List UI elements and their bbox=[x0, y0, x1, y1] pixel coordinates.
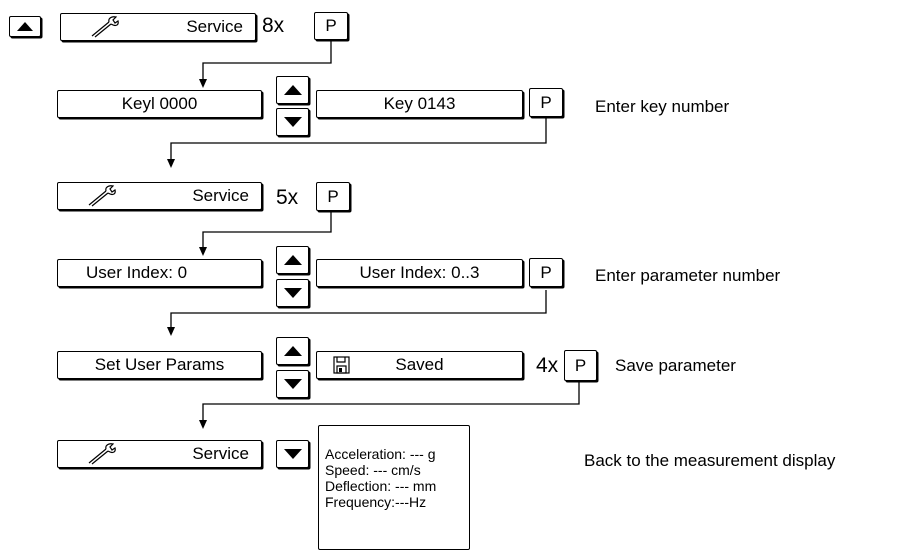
up-key[interactable] bbox=[9, 16, 41, 37]
user-index-label: User Index: 0 bbox=[86, 263, 188, 282]
note-enter-key: Enter key number bbox=[595, 97, 730, 116]
display-line-deflection: Deflection: --- mm bbox=[325, 478, 437, 494]
measurement-display: Acceleration: --- g Speed: --- cm/s Defl… bbox=[318, 425, 470, 550]
up-key[interactable] bbox=[276, 246, 309, 274]
down-key[interactable] bbox=[276, 370, 309, 398]
triangle-up-icon bbox=[283, 85, 302, 95]
triangle-up-icon bbox=[283, 255, 302, 265]
p-key-label: P bbox=[327, 186, 339, 206]
set-user-params-box: Set User Params bbox=[57, 351, 262, 379]
key-label: Key 0143 bbox=[383, 94, 456, 113]
press-count-1: 8x bbox=[262, 14, 285, 37]
p-key-label: P bbox=[574, 355, 587, 375]
up-key[interactable] bbox=[276, 337, 309, 365]
triangle-down-icon bbox=[283, 449, 302, 459]
note-enter-parameter: Enter parameter number bbox=[595, 266, 781, 285]
p-key-4[interactable]: P bbox=[529, 258, 563, 287]
down-key[interactable] bbox=[276, 440, 309, 468]
triangle-down-icon bbox=[283, 379, 302, 389]
p-key-label: P bbox=[325, 16, 337, 35]
service-label-2: Service bbox=[192, 186, 249, 205]
service-label-1: Service bbox=[186, 17, 243, 36]
triangle-up-icon bbox=[283, 346, 302, 356]
press-count-2: 5x bbox=[276, 186, 299, 209]
user-index-range-label: User Index: 0..3 bbox=[359, 263, 480, 282]
service-label-3: Service bbox=[192, 444, 249, 463]
display-line-acceleration: Acceleration: --- g bbox=[325, 446, 436, 462]
note-back-to-display: Back to the measurement display bbox=[584, 451, 836, 470]
p-key-5[interactable]: P bbox=[564, 350, 597, 381]
user-index-range-box: User Index: 0..3 bbox=[316, 259, 523, 287]
service-box-2: Service bbox=[57, 182, 262, 210]
set-user-params-label: Set User Params bbox=[94, 355, 225, 374]
saved-label: Saved bbox=[395, 355, 444, 374]
p-key-2[interactable]: P bbox=[529, 88, 563, 117]
triangle-up-icon bbox=[17, 22, 33, 31]
display-line-frequency: Frequency:---Hz bbox=[325, 494, 427, 510]
p-key-label: P bbox=[540, 262, 552, 282]
keyl-label: Keyl 0000 bbox=[121, 94, 198, 113]
user-index-box: User Index: 0 bbox=[57, 259, 262, 287]
service-box-1: Service bbox=[60, 13, 256, 41]
display-line-speed: Speed: --- cm/s bbox=[325, 462, 421, 478]
note-save-parameter: Save parameter bbox=[615, 356, 736, 375]
down-key[interactable] bbox=[276, 108, 309, 136]
down-key[interactable] bbox=[276, 279, 309, 307]
p-key-3[interactable]: P bbox=[316, 182, 350, 211]
wrench-icon bbox=[91, 16, 119, 38]
p-key-1[interactable]: P bbox=[314, 12, 348, 40]
service-box-3: Service bbox=[57, 440, 262, 468]
key-box: Key 0143 bbox=[316, 90, 523, 118]
press-count-3: 4x bbox=[536, 354, 559, 377]
triangle-down-icon bbox=[283, 288, 302, 298]
p-key-label: P bbox=[540, 92, 552, 112]
saved-box: Saved bbox=[316, 351, 523, 379]
floppy-disk-icon bbox=[333, 356, 350, 374]
wrench-icon bbox=[88, 185, 116, 207]
triangle-down-icon bbox=[283, 117, 302, 127]
up-key[interactable] bbox=[276, 76, 309, 104]
keyl-box: Keyl 0000 bbox=[57, 90, 262, 118]
wrench-icon bbox=[88, 443, 116, 465]
